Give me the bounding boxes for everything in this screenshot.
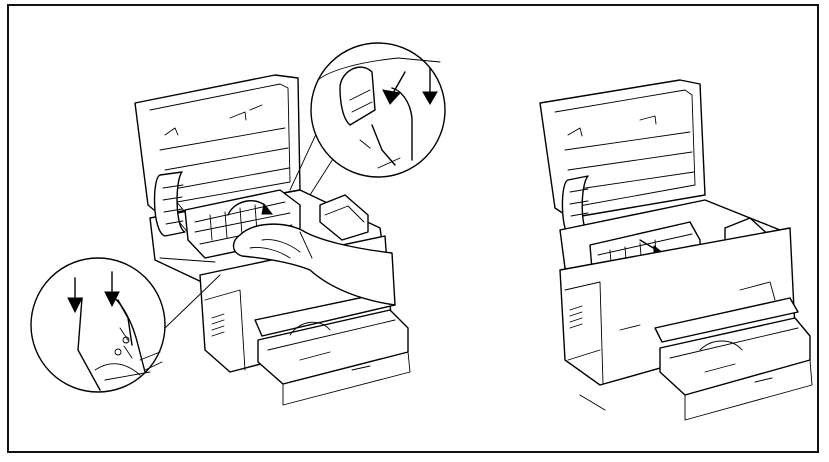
hand-illustration <box>232 223 396 306</box>
arrow-down-icon <box>67 277 83 314</box>
right-printer-illustration <box>539 79 813 421</box>
arrow-down-icon <box>382 71 406 105</box>
left-printer-illustration <box>134 74 411 406</box>
arrow-down-icon <box>104 271 120 308</box>
arrow-down-icon <box>422 67 438 105</box>
detail-callout-bottom <box>30 257 221 393</box>
detail-callout-top <box>289 42 446 196</box>
